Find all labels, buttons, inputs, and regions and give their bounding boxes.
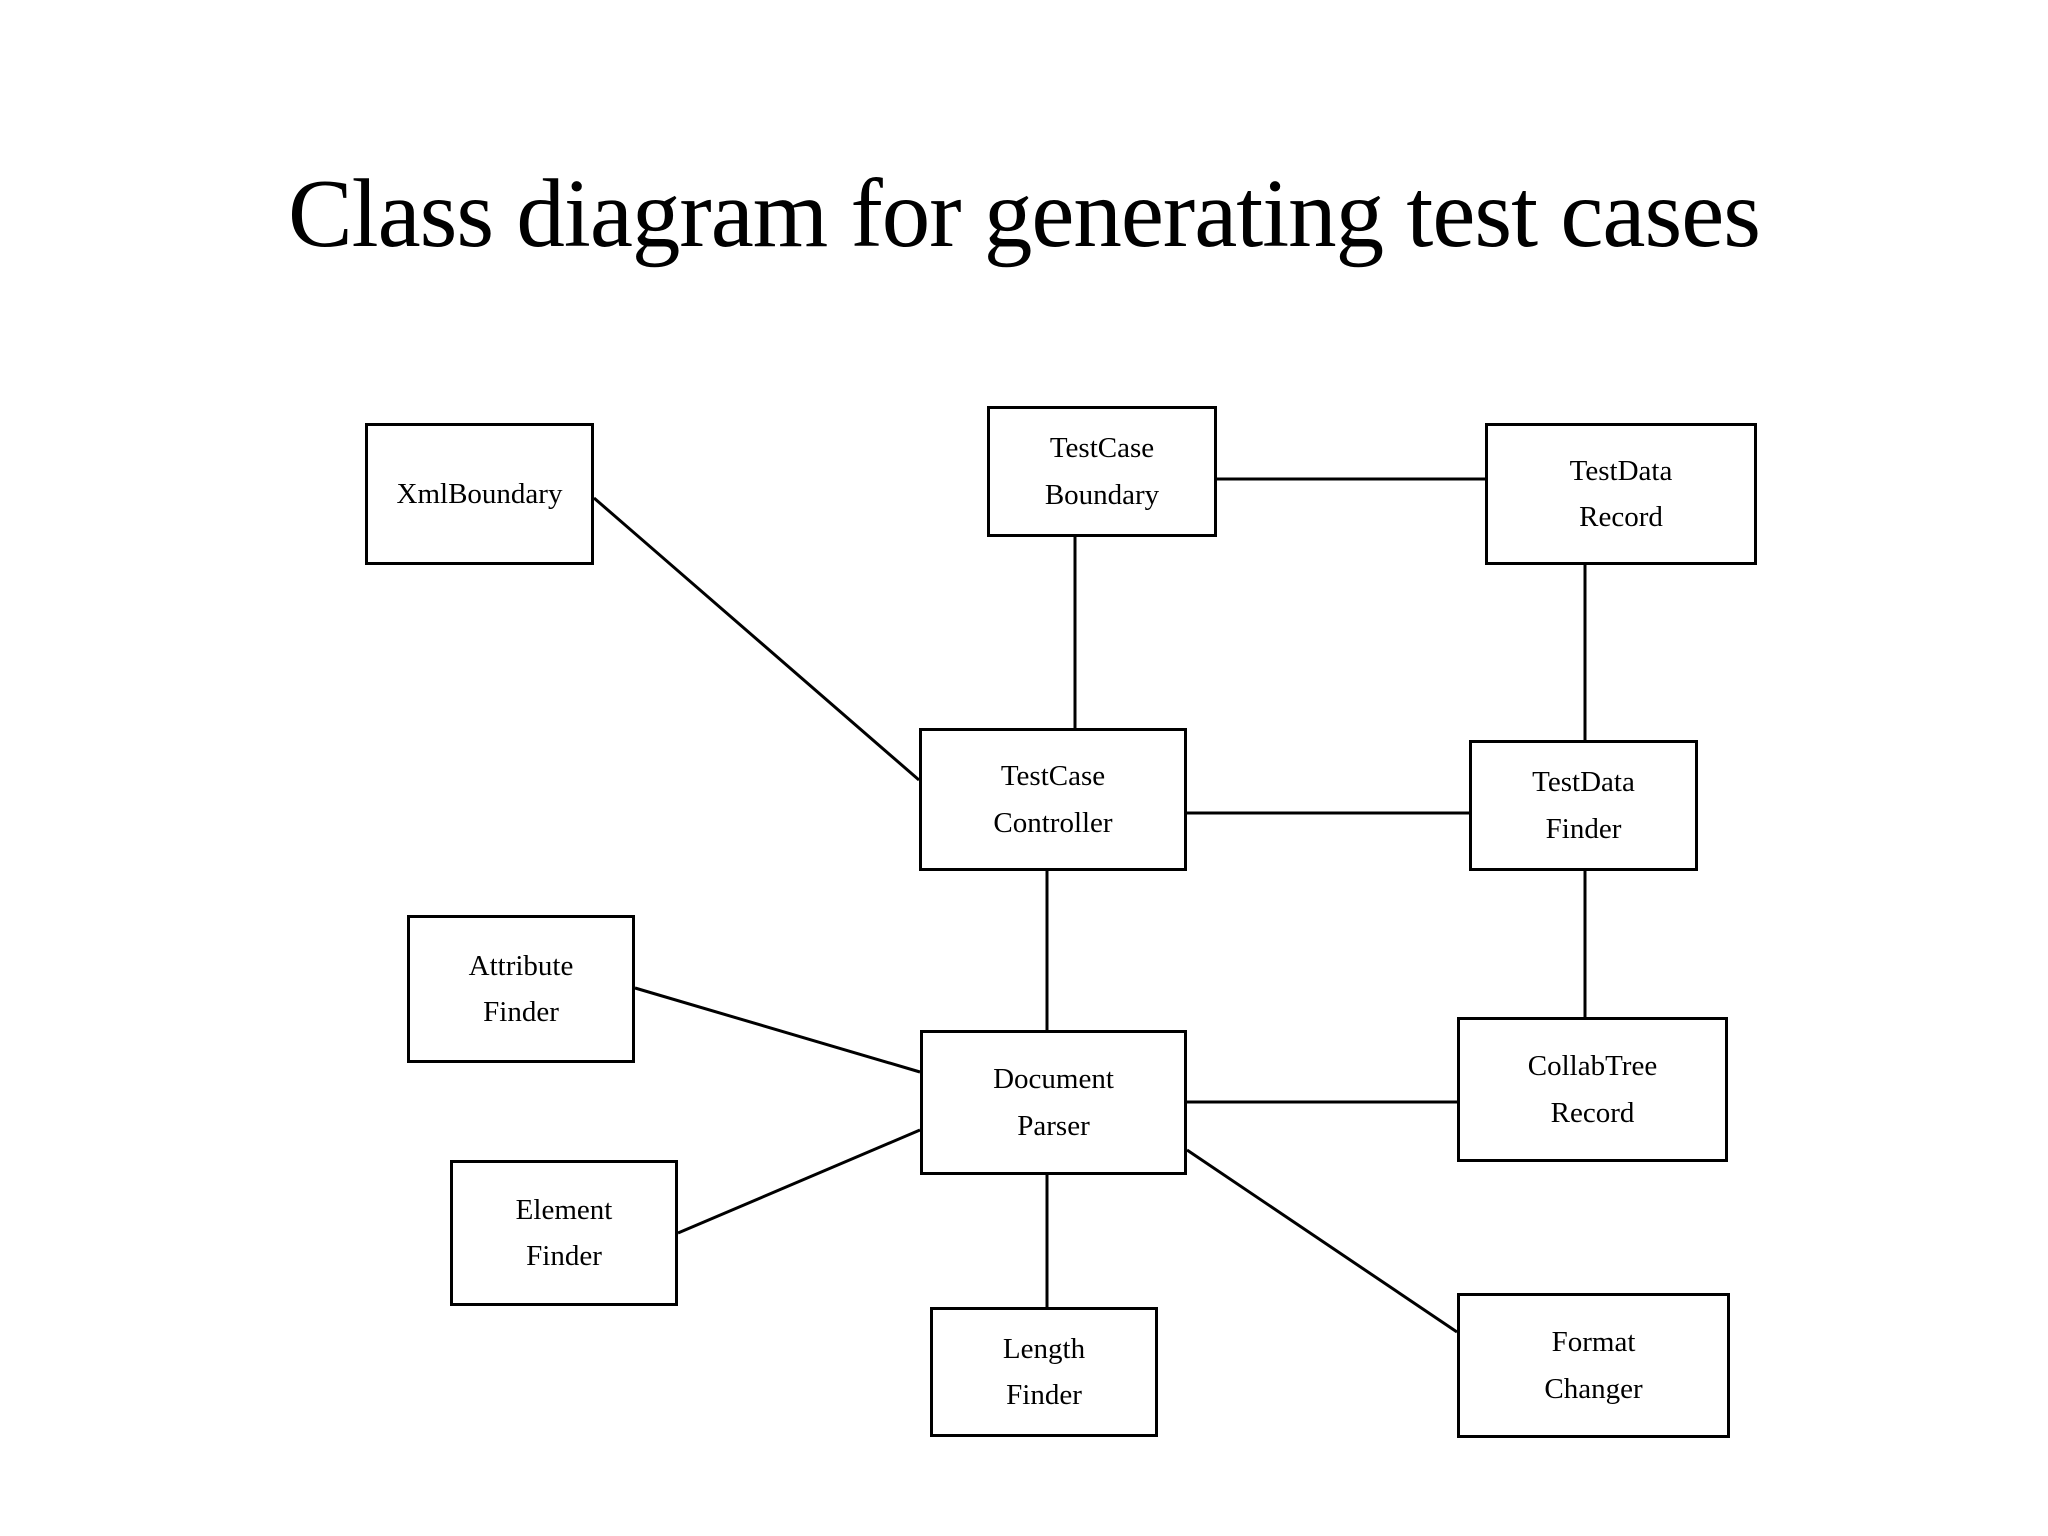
class-box-label-line: Changer [1544,1372,1643,1405]
edge-documentparser-to-formatchanger [1186,1148,1458,1334]
class-box-label-line: Finder [1006,1379,1082,1411]
class-box-label-line: Controller [993,806,1113,839]
class-box-label-line: Attribute [468,949,574,982]
class-box-label-line: Finder [526,1240,602,1272]
class-box-label-line: CollabTree [1527,1050,1658,1083]
class-box-label-line: TestData [1532,766,1635,799]
class-box-label-line: Parser [1017,1109,1090,1142]
class-box-label-line: Element [515,1193,613,1226]
class-box-label-line: Boundary [1044,478,1160,511]
edge-xmlboundary-to-testcasecontroller [593,496,920,782]
class-box-label-line: TestData [1569,454,1673,487]
class-box-label-line: TestCase [1000,760,1106,793]
class-box-label-line: Document [993,1063,1114,1096]
class-box-xml-boundary: XmlBoundary [365,423,594,565]
class-box-label-line: Finder [483,996,559,1028]
class-box-label-line: Format [1551,1326,1636,1359]
class-box-label-line: Length [1002,1332,1086,1365]
class-box-label-line: Finder [1545,812,1622,845]
class-box-label-line: TestCase [1049,432,1155,465]
class-box-label-line: Record [1550,1096,1635,1129]
page-title: Class diagram for generating test cases [287,160,1761,267]
class-box-label-line: XmlBoundary [396,477,563,510]
edge-elementfinder-to-documentparser [677,1128,921,1235]
class-box-label-line: Record [1579,501,1663,533]
edge-attributefinder-to-documentparser [634,986,921,1074]
